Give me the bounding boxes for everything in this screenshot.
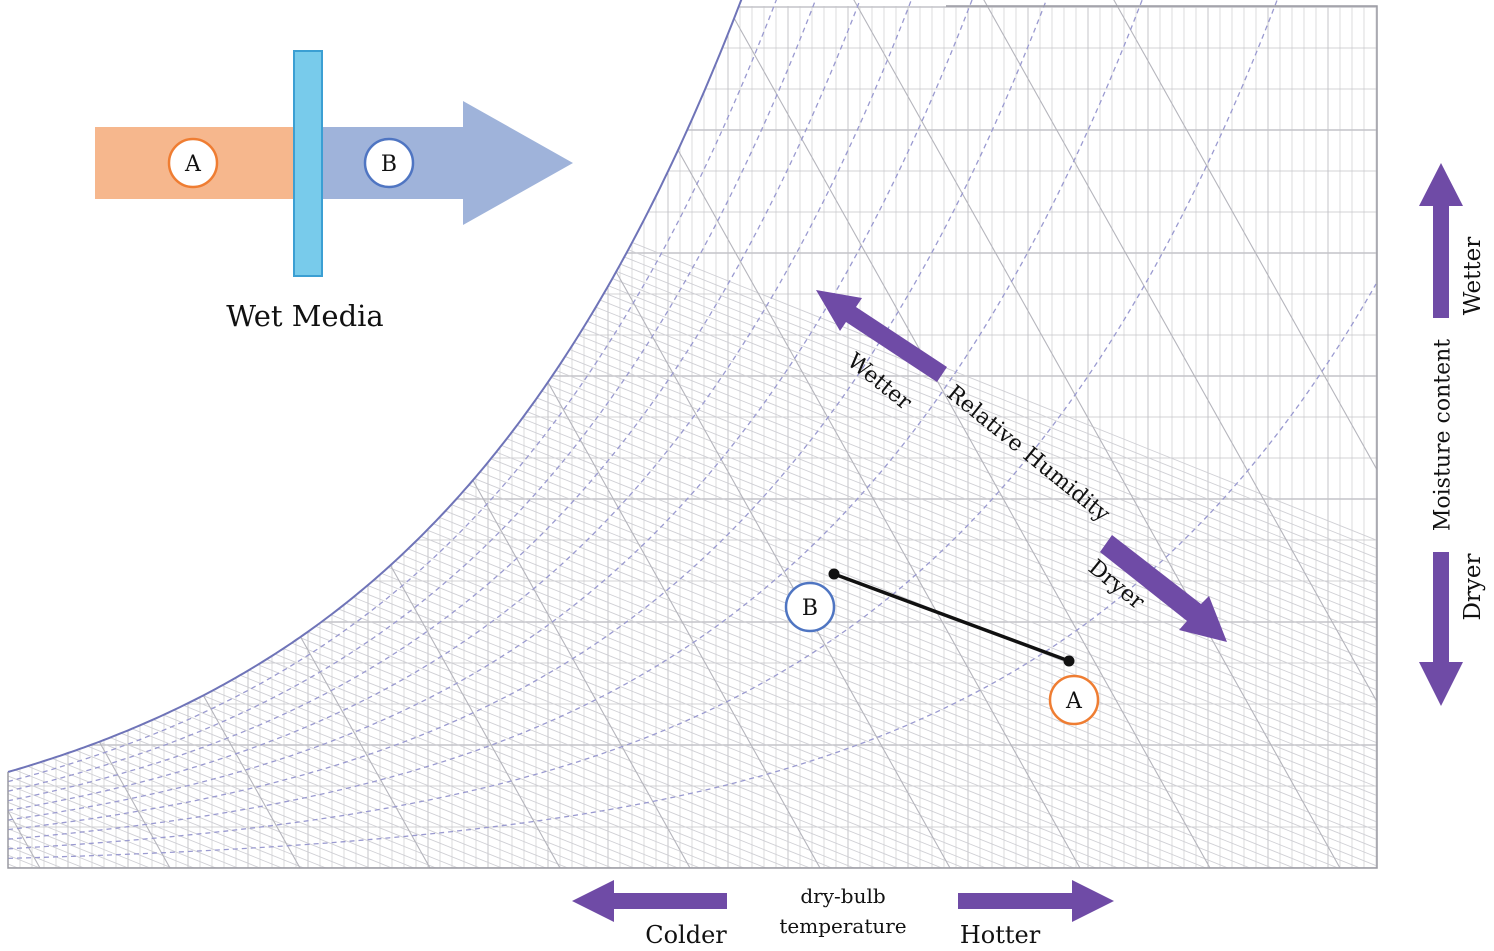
- grid-line: [8, 67, 1009, 869]
- temp-label-line2: temperature: [779, 914, 906, 938]
- wet-media-pad: [293, 50, 323, 277]
- grid-line: [8, 0, 41, 869]
- rh-curve: [8, 0, 1377, 821]
- state-a-marker: [1048, 674, 1100, 726]
- grid-line: [8, 67, 701, 869]
- rh-curve: [8, 0, 1377, 802]
- grid-line: [8, 67, 635, 869]
- grid-line: [8, 67, 547, 869]
- rh-wetter-arrow: [816, 290, 947, 382]
- grid-line: [8, 67, 811, 869]
- grid-line: [779, 0, 1341, 869]
- grid-line: [8, 67, 1377, 869]
- wet-media-label: Wet Media: [226, 299, 383, 333]
- temp-label-line1: dry-bulb: [800, 884, 885, 908]
- grid-line: [8, 67, 1377, 869]
- grid-line: [8, 67, 107, 869]
- grid-line: [1039, 0, 1377, 869]
- grid-line: [8, 67, 591, 869]
- state-a-label: A: [1065, 689, 1083, 714]
- grid-line: [8, 67, 877, 869]
- grid-line: [8, 67, 657, 869]
- moisture-dryer-arrow: [1419, 552, 1463, 706]
- grid-line: [8, 67, 503, 869]
- temp-hotter-arrow: [958, 880, 1114, 922]
- inset-point-a-label: A: [184, 152, 202, 177]
- grid-line: [8, 67, 855, 869]
- grid-line: [8, 67, 921, 869]
- grid-line: [8, 67, 613, 869]
- grid-line: [8, 67, 943, 869]
- grid-line: [8, 67, 63, 869]
- cooling-process-line: [833, 572, 1070, 663]
- saturation-curve: [7, 0, 743, 773]
- outgoing-air-arrow: [322, 101, 573, 225]
- temp-colder-label: Colder: [645, 921, 727, 949]
- grid-line: [8, 67, 723, 869]
- grid-line: [8, 67, 899, 869]
- grid-line: [8, 67, 481, 869]
- grid-line: [8, 67, 1377, 869]
- state-a-dot: [1063, 655, 1075, 667]
- temp-colder-arrow: [572, 880, 727, 922]
- moisture-content-label: Moisture content: [1431, 339, 1456, 531]
- grid-line: [8, 67, 767, 869]
- rh-curve: [8, 0, 1377, 850]
- grid-line: [8, 67, 1377, 869]
- grid-line: [8, 67, 459, 869]
- evaporative-cooling-inset: A B Wet Media: [95, 50, 573, 333]
- grid-line: [8, 67, 85, 869]
- moisture-wetter-arrow: [1419, 163, 1463, 318]
- grid-line: [8, 67, 833, 869]
- grid-line: [8, 67, 679, 869]
- grid-line: [8, 67, 19, 869]
- temp-hotter-label: Hotter: [960, 921, 1041, 949]
- rh-curve: [8, 0, 1377, 783]
- inset-point-b-label: B: [381, 152, 397, 177]
- rh-curve: [8, 0, 1377, 812]
- grid-line: [8, 67, 965, 869]
- inset-point-a-marker: [167, 137, 219, 189]
- moisture-dryer-label: Dryer: [1460, 553, 1486, 620]
- grid-line: [8, 67, 41, 869]
- moisture-wetter-label: Wetter: [1460, 237, 1486, 315]
- grid-line: [8, 67, 1377, 869]
- state-b-label: B: [802, 596, 818, 621]
- state-b-marker: [784, 581, 836, 633]
- grid-line: [8, 67, 1377, 869]
- rh-curve: [8, 0, 1377, 840]
- state-b-dot: [828, 568, 840, 580]
- rh-dryer-arrow: [1100, 535, 1227, 642]
- grid-line: [8, 67, 1377, 869]
- grid-line: [8, 67, 789, 869]
- chart-frame: [7, 5, 1378, 869]
- inset-point-b-marker: [363, 137, 415, 189]
- grid-line: [8, 67, 745, 869]
